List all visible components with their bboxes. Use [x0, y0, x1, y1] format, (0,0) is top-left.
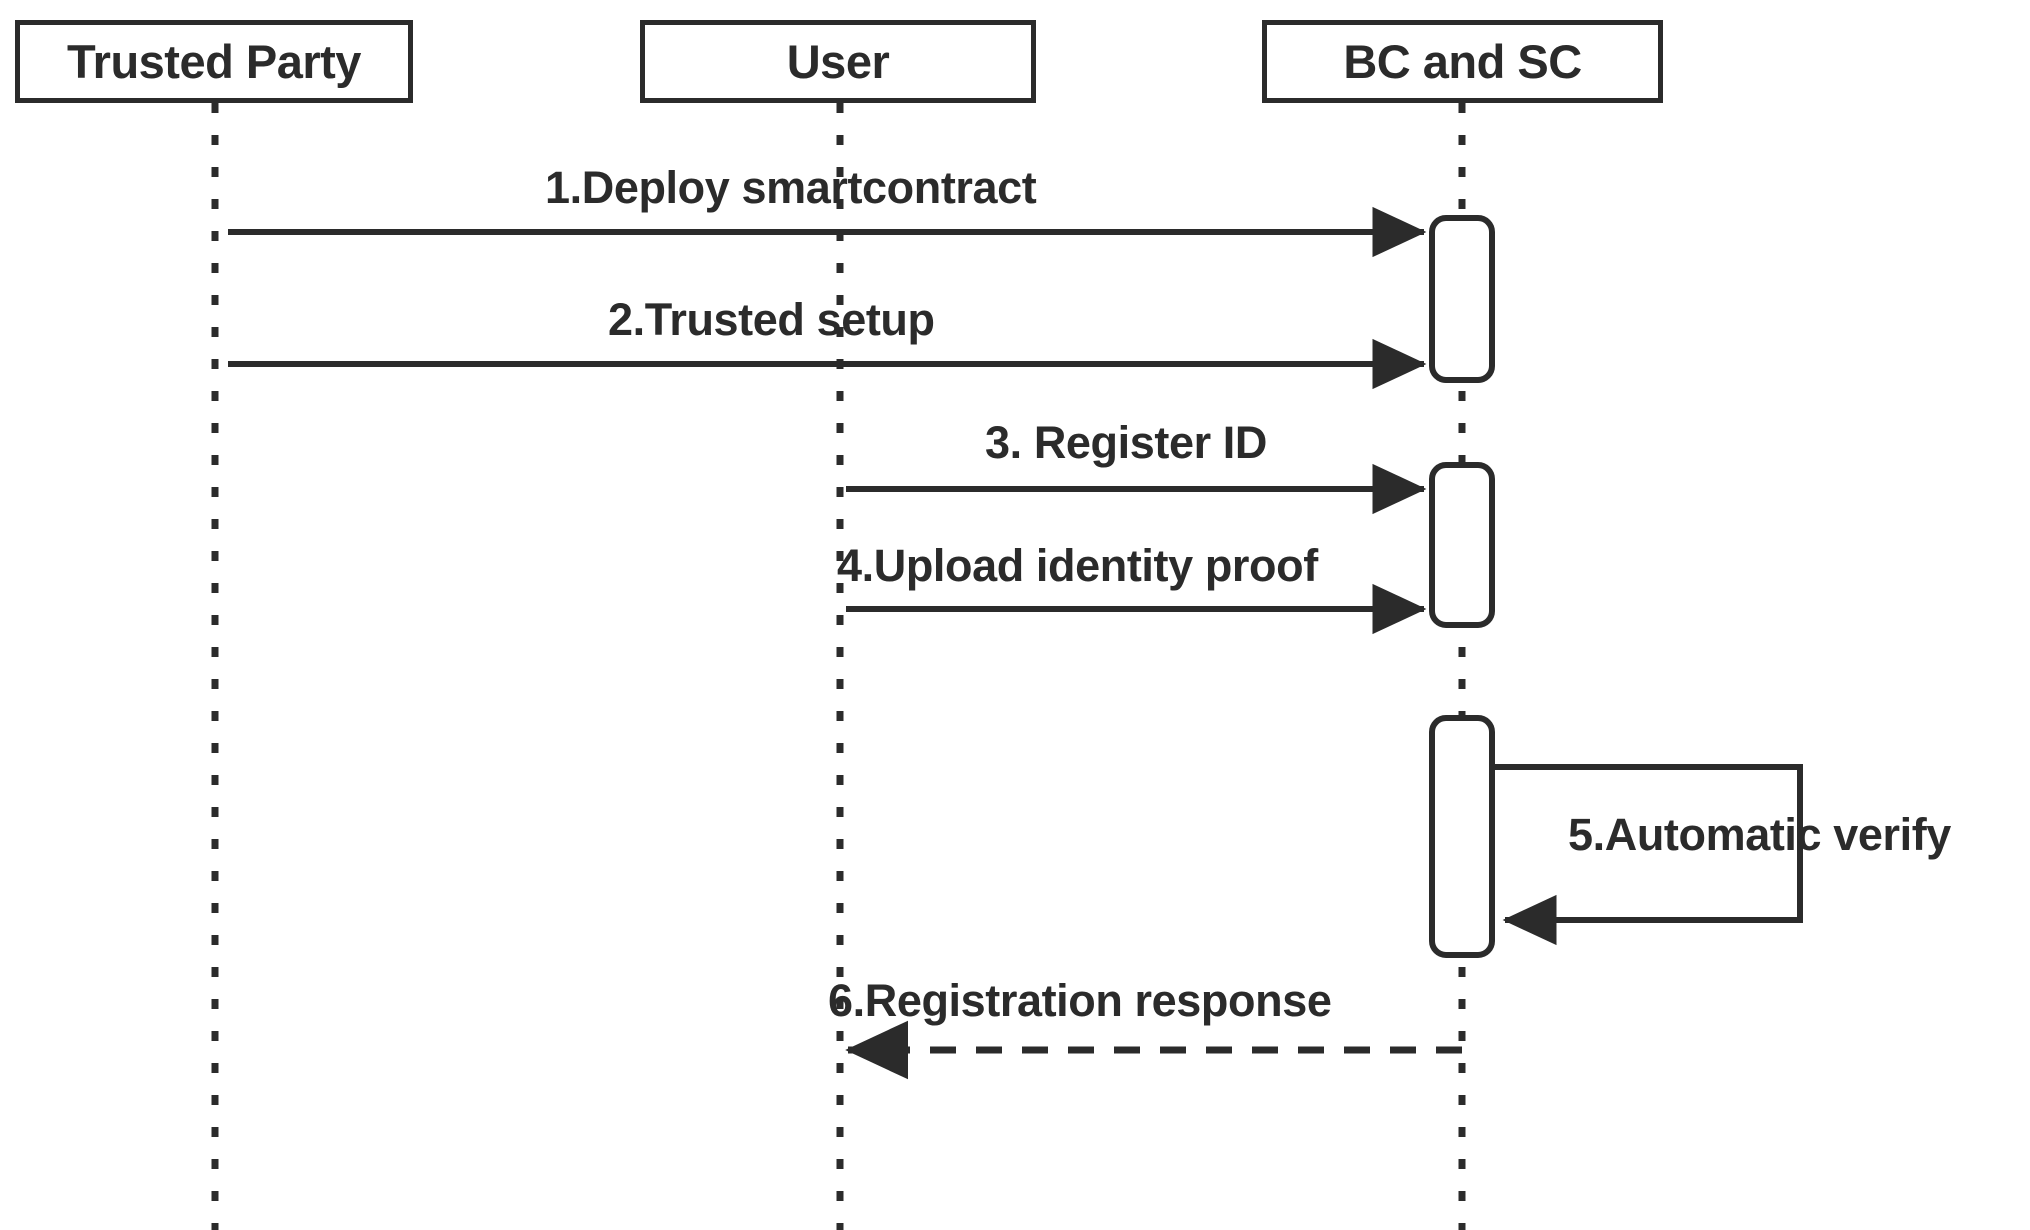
participant-label-bc-and-sc: BC and SC — [1343, 35, 1582, 88]
activation-bar-1 — [1429, 215, 1495, 383]
participant-box-user[interactable]: User — [640, 20, 1036, 103]
activation-bar-2 — [1429, 462, 1495, 628]
activation-bar-3 — [1429, 715, 1495, 958]
message-label-5: 5.Automatic verify — [1568, 809, 1951, 860]
activation-bars-group — [1429, 215, 1495, 958]
participant-label-trusted-party: Trusted Party — [67, 35, 361, 88]
message-label-3: 3. Register ID — [985, 417, 1268, 468]
participant-label-user: User — [786, 35, 890, 88]
message-arrows-group — [228, 206, 1803, 1080]
message-arrow-5-self-loop — [1492, 764, 1803, 946]
lifelines-group — [211, 103, 1466, 1230]
message-label-2: 2.Trusted setup — [608, 294, 935, 345]
message-label-1: 1.Deploy smartcontract — [545, 162, 1037, 213]
message-label-4: 4.Upload identity proof — [837, 540, 1318, 591]
message-label-6: 6.Registration response — [828, 975, 1332, 1026]
participant-box-bc-and-sc[interactable]: BC and SC — [1262, 20, 1663, 103]
participant-box-trusted-party[interactable]: Trusted Party — [15, 20, 413, 103]
